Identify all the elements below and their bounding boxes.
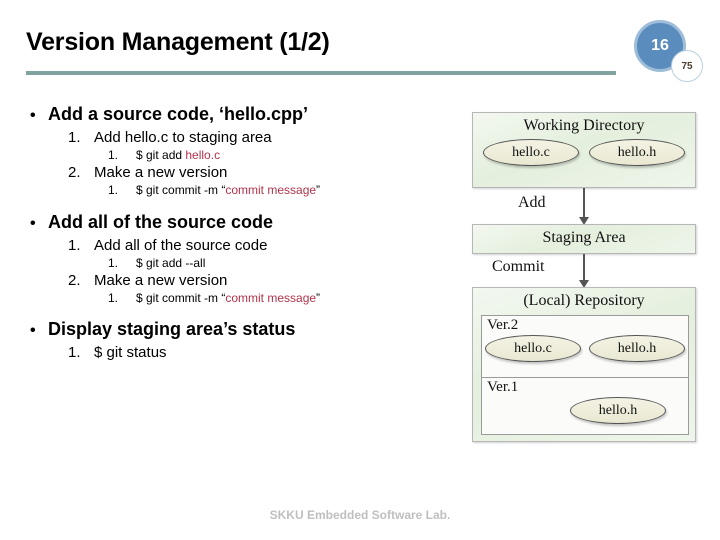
list-item-label: Make a new version — [94, 164, 228, 181]
staging-area-title: Staging Area — [542, 229, 626, 246]
commit-arrow-icon — [579, 254, 589, 288]
slide-footer: SKKU Embedded Software Lab. — [269, 508, 451, 522]
page-title: Version Management (1/2) — [26, 28, 330, 56]
local-repository-box: (Local) Repository Ver.2 hello.c hello.h… — [472, 287, 696, 442]
command-item: 1. $ git add --all — [108, 256, 460, 270]
command-number: 1. — [108, 291, 119, 305]
list-number: 1. — [68, 237, 81, 254]
bullet-icon: • — [30, 107, 36, 124]
section-heading-3-label: Display staging area’s status — [48, 319, 296, 339]
section-heading-2-label: Add all of the source code — [48, 212, 274, 232]
command-item: 1. $ git commit -m “commit message” — [108, 291, 460, 305]
section-heading-2: • Add all of the source code — [30, 212, 460, 233]
commit-arrow-label: Commit — [492, 258, 545, 275]
add-arrow-label: Add — [518, 194, 546, 211]
working-directory-files: hello.c hello.h — [473, 139, 695, 166]
git-workflow-diagram: Working Directory hello.c hello.h Add St… — [470, 112, 698, 442]
command-text: $ git commit -m “commit message” — [136, 183, 321, 197]
list-number: 2. — [68, 164, 81, 181]
slide-content: • Add a source code, ‘hello.cpp’ 1. Add … — [30, 104, 460, 363]
list-item-label: Make a new version — [94, 272, 228, 289]
working-directory-title: Working Directory — [523, 117, 645, 134]
bullet-icon: • — [30, 215, 36, 232]
title-underline-rule — [26, 71, 616, 75]
list-number: 2. — [68, 272, 81, 289]
section-heading-1: • Add a source code, ‘hello.cpp’ — [30, 104, 460, 125]
list-number: 1. — [68, 344, 81, 361]
command-text: $ git commit -m “commit message” — [136, 291, 321, 305]
section-heading-3: • Display staging area’s status — [30, 319, 460, 340]
file-ellipse: hello.h — [589, 139, 685, 166]
list-item-label: Add all of the source code — [94, 237, 268, 254]
list-item-label: $ git status — [94, 344, 167, 361]
file-ellipse: hello.c — [485, 335, 581, 362]
command-number: 1. — [108, 183, 119, 197]
file-ellipse: hello.c — [483, 139, 579, 166]
list-item: 2. Make a new version — [68, 164, 460, 181]
list-item: 1. Add hello.c to staging area — [68, 129, 460, 146]
command-text: $ git add hello.c — [136, 148, 221, 162]
list-item: 1. $ git status — [68, 344, 460, 361]
version-files: hello.h — [482, 397, 688, 424]
working-directory-box: Working Directory hello.c hello.h — [472, 112, 696, 188]
version-box-2: Ver.2 hello.c hello.h — [481, 315, 689, 377]
list-number: 1. — [68, 129, 81, 146]
command-item: 1. $ git add hello.c — [108, 148, 460, 162]
page-number-badge: 16 — [634, 20, 686, 72]
command-text: $ git add --all — [136, 256, 206, 270]
list-item-label: Add hello.c to staging area — [94, 129, 272, 146]
list-item: 2. Make a new version — [68, 272, 460, 289]
command-number: 1. — [108, 148, 119, 162]
add-arrow-icon — [579, 188, 589, 225]
list-item: 1. Add all of the source code — [68, 237, 460, 254]
command-highlight: hello.c — [185, 148, 221, 162]
command-highlight: commit message — [225, 183, 317, 197]
command-highlight: commit message — [225, 291, 317, 305]
version-label: Ver.1 — [487, 379, 519, 395]
version-files: hello.c hello.h — [482, 335, 688, 362]
version-label: Ver.2 — [487, 317, 519, 333]
command-number: 1. — [108, 256, 119, 270]
bullet-icon: • — [30, 322, 36, 339]
section-heading-1-label: Add a source code, ‘hello.cpp’ — [48, 104, 309, 124]
file-ellipse: hello.h — [589, 335, 685, 362]
local-repository-title: (Local) Repository — [523, 292, 645, 309]
command-item: 1. $ git commit -m “commit message” — [108, 183, 460, 197]
version-box-1: Ver.1 hello.h — [481, 377, 689, 435]
total-pages-badge: 75 — [671, 50, 703, 82]
file-ellipse: hello.h — [570, 397, 666, 424]
staging-area-box: Staging Area — [472, 224, 696, 254]
